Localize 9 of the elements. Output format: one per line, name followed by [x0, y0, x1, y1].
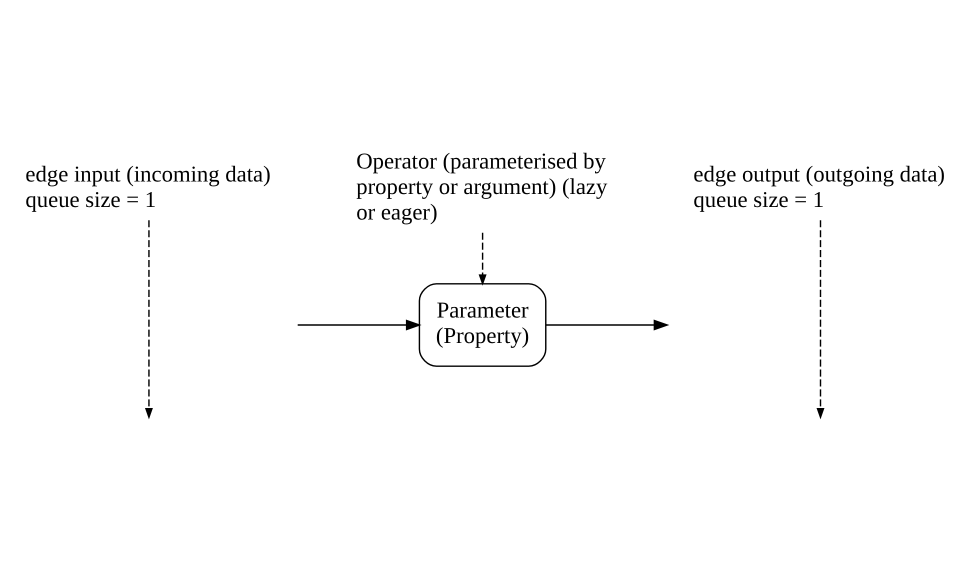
- node-text: edge output (outgoing data) queue size = 1: [693, 161, 946, 212]
- node-text: edge input (incoming data) queue size = 1: [25, 161, 271, 212]
- arrow: [546, 320, 670, 330]
- arrow: [816, 220, 824, 420]
- arrow: [144, 220, 153, 420]
- node-box: Parameter (Property): [418, 283, 546, 367]
- node-text: Operator (parameterised by property or argument) (lazy or eager): [356, 148, 608, 225]
- arrow: [478, 232, 487, 286]
- arrow: [298, 320, 422, 330]
